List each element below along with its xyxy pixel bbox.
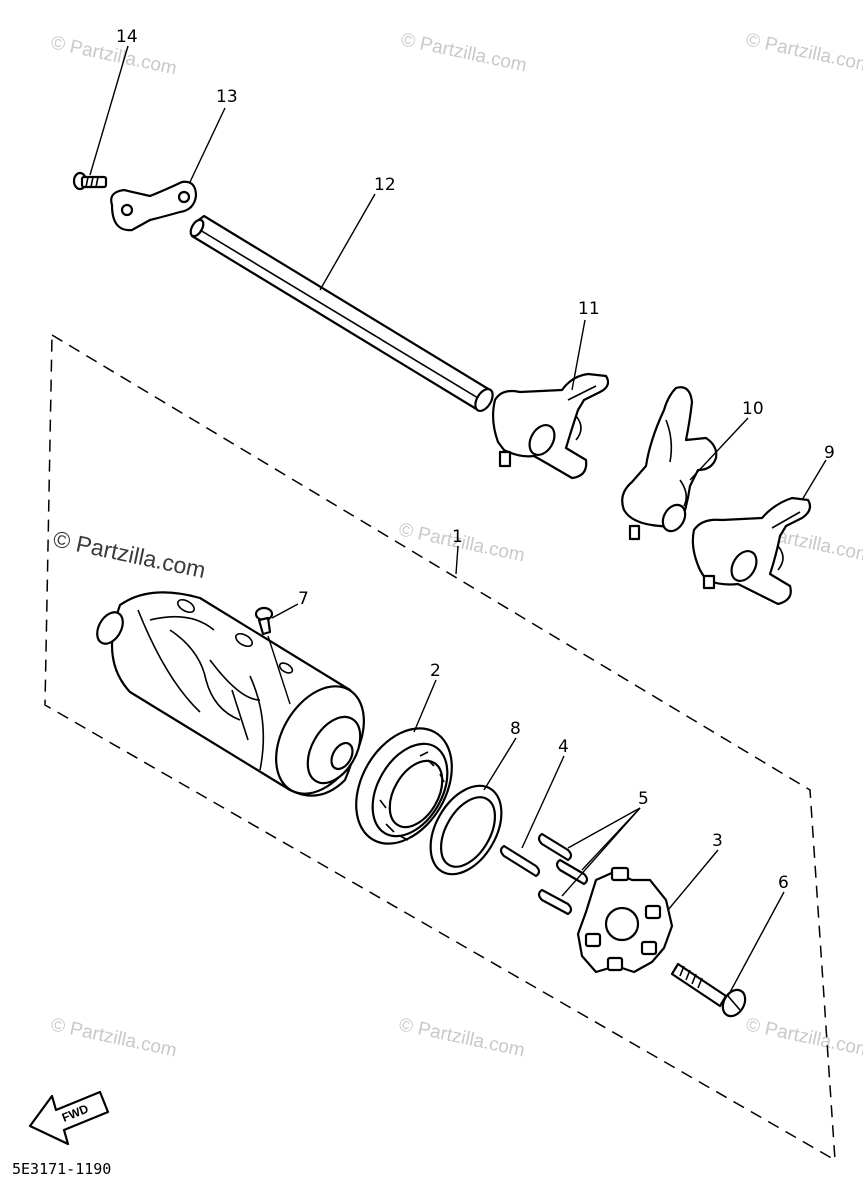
watermark-faint: © Partzilla.com	[49, 32, 179, 79]
part-12-shift-fork-shaft	[189, 214, 494, 412]
leader-lines	[89, 45, 827, 997]
part-13-stopper-plate	[110, 180, 198, 232]
callout-7: 7	[298, 589, 309, 609]
callout-11: 11	[578, 299, 600, 319]
callout-4: 4	[558, 737, 569, 757]
watermark-faint: © Partzilla.com	[399, 29, 529, 76]
callout-2: 2	[430, 661, 441, 681]
watermark-main: © Partzilla.com	[51, 525, 208, 583]
callout-3: 3	[712, 831, 723, 851]
watermark-faint: © Partzilla.com	[744, 1014, 863, 1061]
watermark-faint: © Partzilla.com	[49, 1014, 179, 1061]
watermark-faint: © Partzilla.com	[397, 1014, 527, 1061]
part-10-shift-fork	[621, 386, 718, 541]
watermark-faint: © Partzilla.com	[744, 29, 863, 76]
part-4-pin	[499, 844, 541, 878]
callout-14: 14	[116, 27, 138, 47]
callout-13: 13	[216, 87, 238, 107]
callout-6: 6	[778, 873, 789, 893]
part-1-shift-drum	[96, 591, 365, 797]
diagram-code: 5E3171-1190	[12, 1160, 111, 1178]
callout-5: 5	[638, 789, 649, 809]
part-2-bearing	[355, 727, 453, 845]
part-7-pin	[254, 606, 274, 636]
fwd-arrow-icon: FWD	[28, 1090, 110, 1146]
callout-1: 1	[452, 527, 463, 547]
part-3-segment	[576, 866, 674, 974]
part-11-shift-fork	[491, 372, 610, 480]
part-6-screw	[670, 962, 747, 1018]
part-14-screw	[72, 171, 108, 191]
leader-line-1	[455, 545, 459, 575]
assembly-boundary	[44, 333, 836, 1162]
callout-12: 12	[374, 175, 396, 195]
callout-9: 9	[824, 443, 835, 463]
callout-8: 8	[510, 719, 521, 739]
callout-10: 10	[742, 399, 764, 419]
part-5-pins	[537, 832, 589, 916]
callouts: 14 13 12 11 10 9 1 7 2 8 4 5 3 6	[116, 27, 835, 893]
part-9-shift-fork	[691, 496, 812, 606]
part-8-collar	[429, 784, 503, 876]
